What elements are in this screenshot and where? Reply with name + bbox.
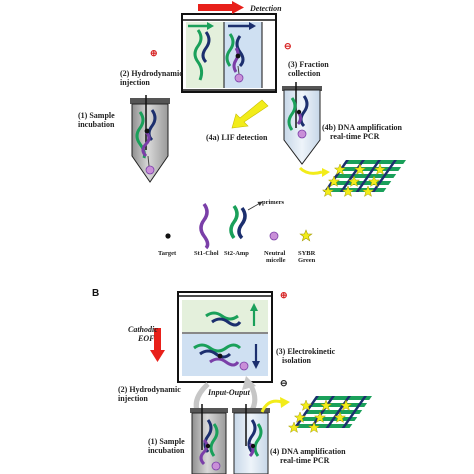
step4a-label: (4a) LIF detection: [206, 133, 268, 142]
step4b-line1: (4b) DNA amplification: [322, 123, 403, 132]
legend-st2-strand-navy: [237, 206, 247, 240]
legend-st1-label: St1-Chol: [194, 250, 219, 257]
pcr-grid-a: [323, 160, 406, 192]
pcr-curve-arrowhead-b: [280, 397, 290, 408]
lif-arrow: [231, 99, 269, 129]
b-step2-line1: (2) Hydrodynamic: [118, 385, 181, 394]
b-step3-line1: (3) Electrokinetic: [276, 347, 336, 356]
sybr-stars-a: [321, 163, 387, 198]
legend-micelle-line2: micelle: [266, 257, 286, 264]
legend-micelle-line1: Neutral: [264, 250, 285, 257]
cathodic-line2: EOF: [137, 334, 155, 343]
tube-b-sample: [190, 404, 228, 474]
step1-line1: (1) Sample: [78, 111, 115, 120]
strands-capillary-b-lower: [193, 343, 260, 371]
legend-st2-label: St2-Amp: [224, 250, 249, 257]
b-step1-line2: incubation: [148, 446, 185, 455]
green-direction-arrow: [188, 22, 214, 30]
step2-line1: (2) Hydrodynamic: [120, 69, 183, 78]
b-step2-line2: injection: [118, 394, 148, 403]
legend-primers-label: primers: [262, 199, 284, 206]
cathodic-line1: Cathodic: [128, 325, 158, 334]
legend-target-dot: [165, 233, 171, 239]
step4b-line2: real-time PCR: [330, 132, 380, 141]
tube-sample-incubation: [130, 95, 170, 183]
step3-line2: collection: [288, 69, 321, 78]
detection-arrow: [198, 1, 244, 14]
pcr-curve-arrowhead-a: [322, 168, 330, 177]
step2-line2: injection: [120, 78, 150, 87]
b-step1-line1: (1) Sample: [148, 437, 185, 446]
blue-direction-arrow: [228, 22, 256, 30]
b-step4-line1: (4) DNA amplification: [270, 447, 346, 456]
input-output-label: Input-Ouput: [207, 388, 251, 397]
step3-line1: (3) Fraction: [288, 60, 329, 69]
legend: Target St1-Chol primers St2-Amp Neutral …: [158, 199, 316, 264]
pcr-grid-b: [293, 396, 372, 428]
cathode-sign-a: ⊖: [284, 41, 292, 51]
legend-target-label: Target: [158, 250, 177, 257]
cathode-sign-b: ⊖: [280, 378, 288, 388]
sybr-stars-b: [287, 399, 353, 434]
legend-st2-strand-green: [229, 204, 239, 240]
panel-b-label: B: [92, 288, 99, 299]
primers-pointer: [247, 201, 263, 211]
legend-sybr-star: [299, 229, 313, 242]
cathodic-eof-arrow: [150, 328, 165, 362]
tube-fraction-collection: [282, 82, 322, 165]
anode-sign-b: ⊕: [280, 290, 288, 300]
strands-capillary-a: [193, 29, 245, 83]
legend-sybr-line1: SYBR: [298, 250, 316, 257]
pcr-curve-arrow-b: [260, 399, 283, 413]
b-step4-line2: real-time PCR: [280, 456, 330, 465]
legend-st1-strand: [199, 202, 210, 250]
detection-label: Detection: [249, 4, 282, 13]
legend-sybr-line2: Green: [298, 257, 316, 264]
tube-b-collection: [232, 404, 270, 474]
strands-capillary-b-upper: [205, 303, 258, 327]
capillary-b: [177, 291, 273, 383]
pcr-curve-arrow-a: [298, 166, 323, 175]
b-step3-line2: isolation: [282, 356, 311, 365]
step1-line2: incubation: [78, 120, 115, 129]
legend-micelle-circle: [269, 231, 279, 241]
anode-sign-a: ⊕: [150, 48, 158, 58]
